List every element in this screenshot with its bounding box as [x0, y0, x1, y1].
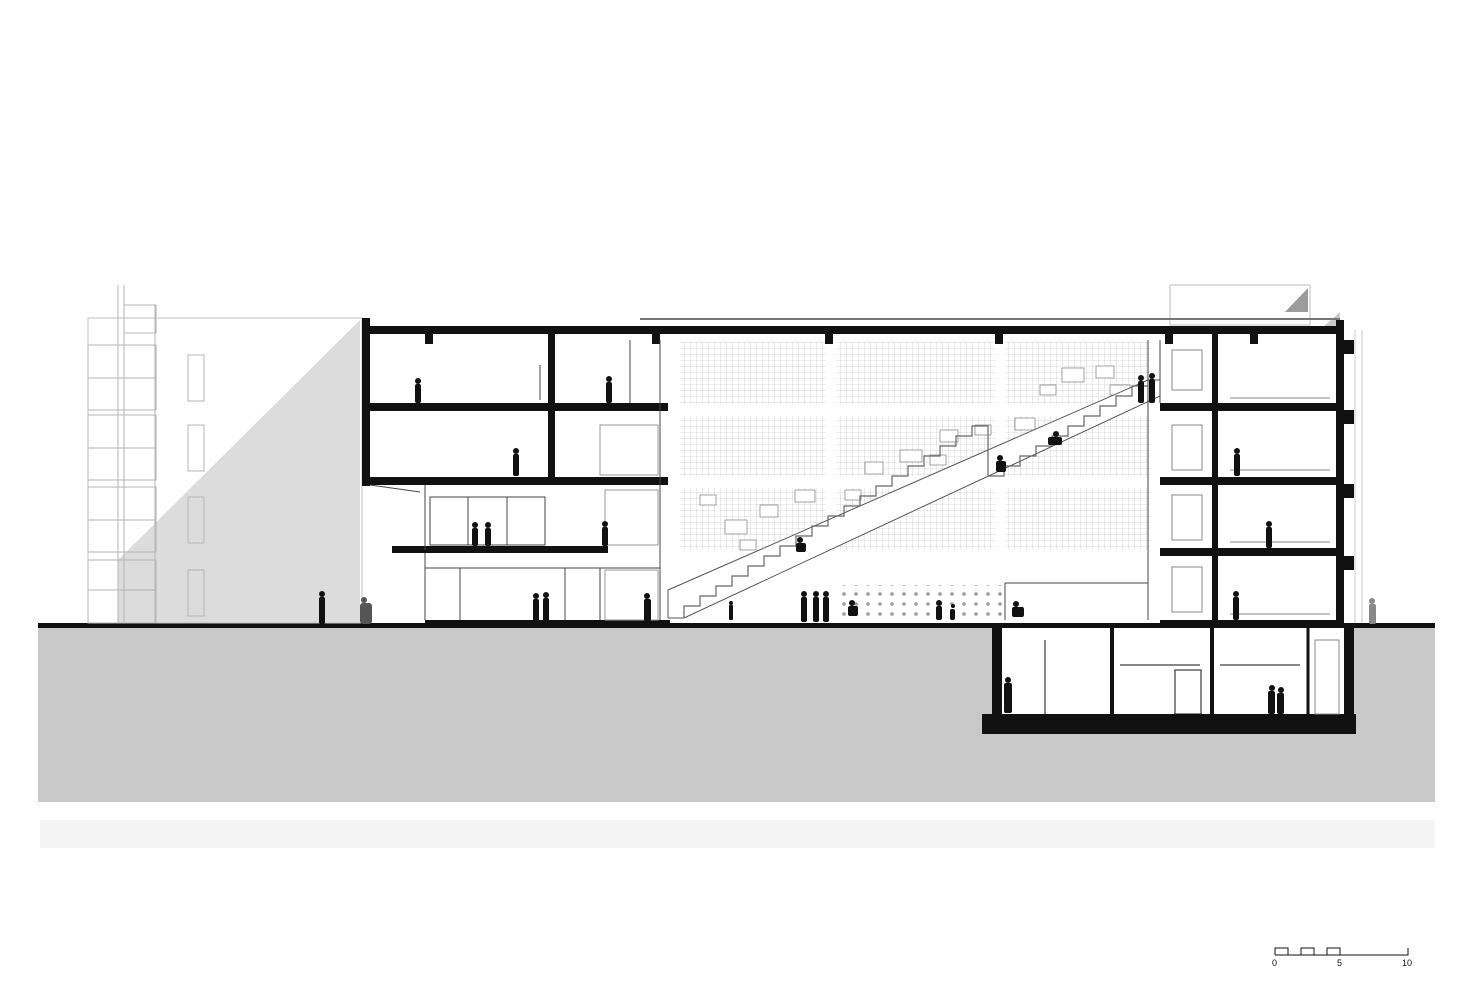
section-cut-structure [362, 318, 1354, 628]
person [1268, 685, 1275, 714]
person [848, 600, 858, 616]
basement-slab [982, 714, 1356, 734]
person [485, 522, 491, 546]
person [1149, 373, 1155, 403]
scale-label-10: 10 [1402, 958, 1413, 968]
person [360, 597, 372, 624]
scale-label-5: 5 [1337, 958, 1343, 968]
scale-bar [1274, 947, 1409, 956]
person [602, 521, 608, 546]
person [950, 604, 955, 620]
person [1048, 431, 1062, 445]
basement-space [992, 628, 1350, 716]
people-silhouettes [319, 373, 1376, 714]
person [1233, 591, 1239, 620]
person [543, 592, 549, 622]
person [533, 593, 539, 622]
context-building-left [87, 285, 363, 624]
person [1234, 448, 1240, 476]
person [1369, 598, 1376, 624]
basement-left-wall [992, 624, 1002, 720]
reflection-band [40, 820, 1435, 848]
scale-label-0: 0 [1272, 958, 1278, 968]
person [1004, 677, 1012, 713]
interior-lines [369, 340, 1330, 621]
person [1138, 375, 1144, 403]
ground-line [38, 623, 1435, 628]
person [796, 537, 806, 552]
person [415, 378, 421, 403]
person [813, 591, 819, 622]
roof-context-right [1169, 284, 1363, 623]
basement-partitions [1044, 628, 1340, 715]
person [472, 522, 478, 546]
person [606, 376, 612, 403]
person [729, 601, 733, 620]
basement-right-wall [1344, 624, 1354, 720]
person [801, 591, 807, 622]
person [823, 591, 829, 622]
person [644, 593, 651, 621]
person [319, 591, 325, 624]
person [1012, 601, 1024, 617]
person [996, 455, 1006, 472]
person [1277, 687, 1284, 714]
person [513, 448, 519, 476]
person [1266, 521, 1272, 548]
person [936, 600, 942, 620]
